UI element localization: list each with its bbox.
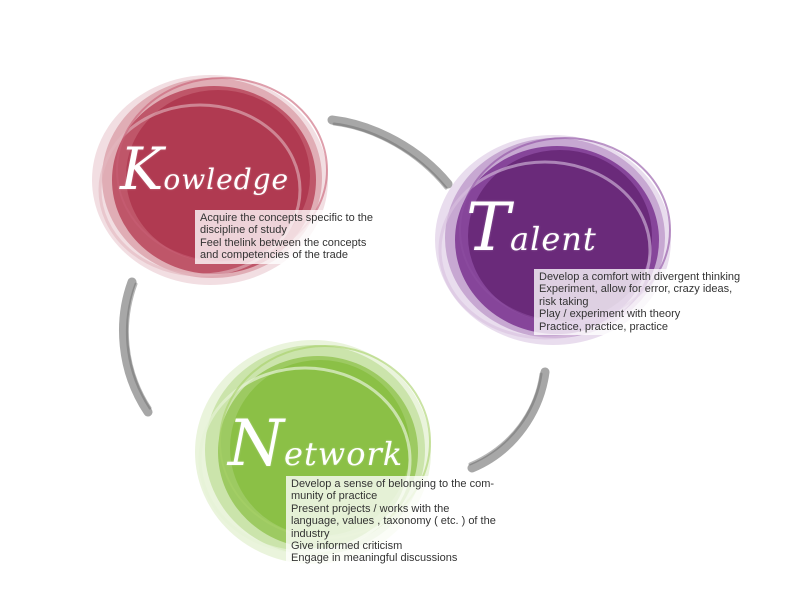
knowledge-line: discipline of study (200, 224, 287, 237)
talent-line: Play / experiment with theory (539, 308, 681, 321)
talent-line: Develop a comfort with divergent thinkin… (539, 271, 741, 283)
connector-knowledge-talent (327, 115, 453, 189)
connector-network-knowledge (119, 277, 153, 417)
knowledge-caption: Acquire the concepts specific to the dis… (195, 210, 395, 264)
talent-title-rest: alent (510, 220, 597, 258)
network-title-initial: N (228, 407, 284, 481)
network-line: industry (291, 527, 330, 540)
knowledge-title-initial: K (120, 135, 164, 203)
talent-caption: Develop a comfort with divergent thinkin… (534, 269, 766, 336)
network-title-rest: etwork (284, 435, 404, 473)
network-line: Present projects / works with the (291, 502, 450, 515)
network-line: munity of practice (291, 490, 378, 503)
network-line: language, values , taxonomy ( etc. ) of … (291, 515, 496, 528)
network-title: Network (228, 412, 403, 476)
knowledge-title: Kowledge (120, 140, 289, 198)
talent-line: risk taking (539, 295, 589, 308)
talent-line: Experiment, allow for error, crazy ideas… (539, 283, 733, 296)
network-line: Develop a sense of belonging to the com- (291, 478, 495, 490)
knowledge-line: Acquire the concepts specific to the (200, 212, 374, 224)
network-line: Engage in meaningful discussions (291, 552, 458, 565)
talent-line: Practice, practice, practice (539, 320, 668, 333)
talent-title: Talent (466, 195, 597, 261)
connector-arcs (119, 115, 550, 473)
network-caption: Develop a sense of belonging to the com-… (286, 476, 520, 567)
knowledge-title-rest: owledge (163, 163, 290, 196)
talent-title-initial: T (466, 189, 511, 266)
knowledge-line: Feel thelink between the concepts (200, 236, 367, 249)
network-line: Give informed criticism (291, 540, 403, 553)
knowledge-line: and competencies of the trade (200, 249, 348, 262)
connector-talent-network (467, 367, 550, 473)
